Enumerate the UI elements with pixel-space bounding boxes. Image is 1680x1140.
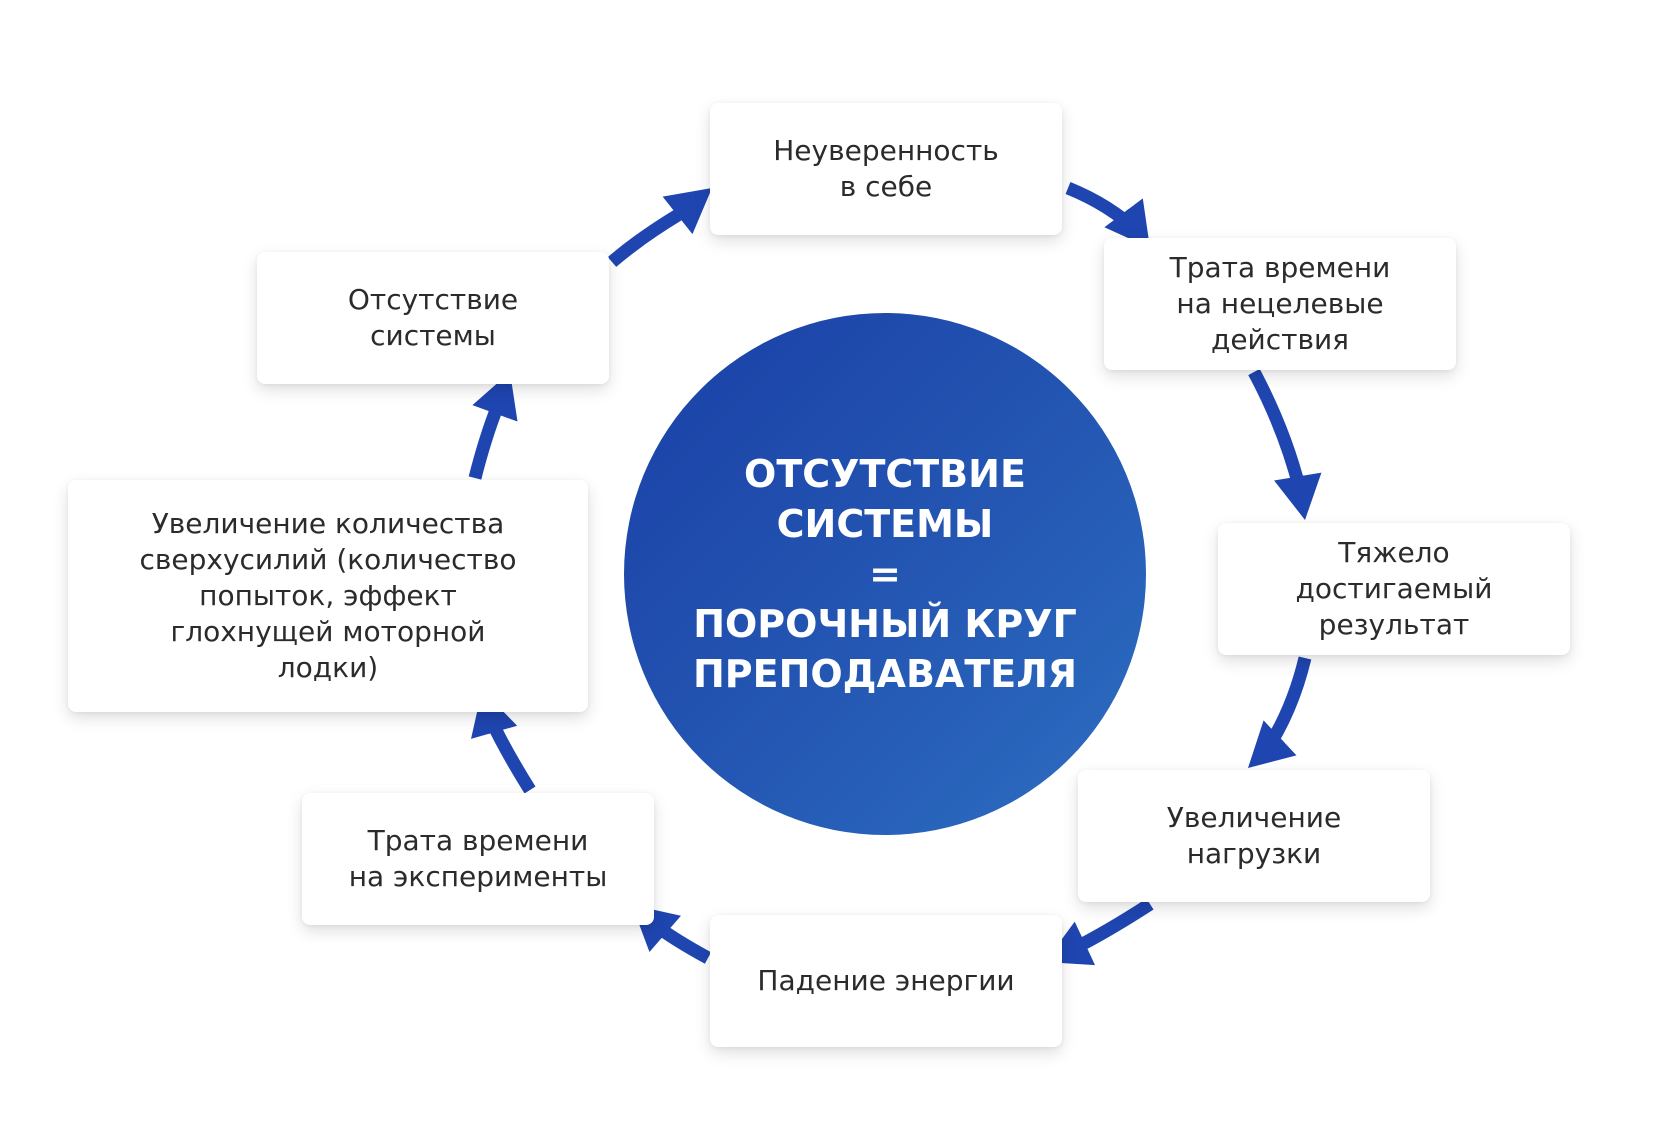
- center-circle: ОТСУТСТВИЕ СИСТЕМЫ = ПОРОЧНЫЙ КРУГ ПРЕПО…: [624, 313, 1146, 835]
- node-energy-drop: Падение энергии: [710, 915, 1062, 1047]
- node-label: Неуверенность в себе: [773, 134, 999, 203]
- arrow-time-waste-to-hard-result: [1248, 368, 1322, 520]
- node-overeffort-increase: Увеличение количества сверхусилий (колич…: [68, 480, 588, 712]
- arrowhead: [662, 188, 712, 235]
- center-title: ОТСУТСТВИЕ СИСТЕМЫ = ПОРОЧНЫЙ КРУГ ПРЕПО…: [692, 452, 1078, 696]
- node-label: Увеличение нагрузки: [1166, 801, 1342, 870]
- arrow-hard-result-to-load: [1248, 656, 1312, 768]
- arrow-no-system-to-self-doubt: [607, 188, 712, 267]
- node-time-waste-actions: Трата времени на нецелевые действия: [1104, 238, 1456, 370]
- arrow-overeffort-to-no-system: [468, 372, 518, 480]
- node-label: Тяжело достигаемый результат: [1295, 536, 1493, 641]
- node-load-increase: Увеличение нагрузки: [1078, 770, 1430, 902]
- node-hard-result: Тяжело достигаемый результат: [1218, 523, 1570, 655]
- node-label: Увеличение количества сверхусилий (колич…: [139, 507, 517, 684]
- arrow-self-doubt-to-time-waste: [1065, 181, 1150, 248]
- node-no-system: Отсутствие системы: [257, 252, 609, 384]
- node-label: Падение энергии: [757, 964, 1015, 997]
- node-label: Трата времени на эксперименты: [348, 824, 608, 893]
- arrowhead: [1274, 472, 1322, 520]
- node-label: Отсутствие системы: [347, 283, 519, 352]
- node-time-waste-experiments: Трата времени на эксперименты: [302, 793, 654, 925]
- arrowhead: [472, 372, 518, 422]
- node-self-doubt: Неуверенность в себе: [710, 103, 1062, 235]
- node-label: Трата времени на нецелевые действия: [1169, 251, 1391, 356]
